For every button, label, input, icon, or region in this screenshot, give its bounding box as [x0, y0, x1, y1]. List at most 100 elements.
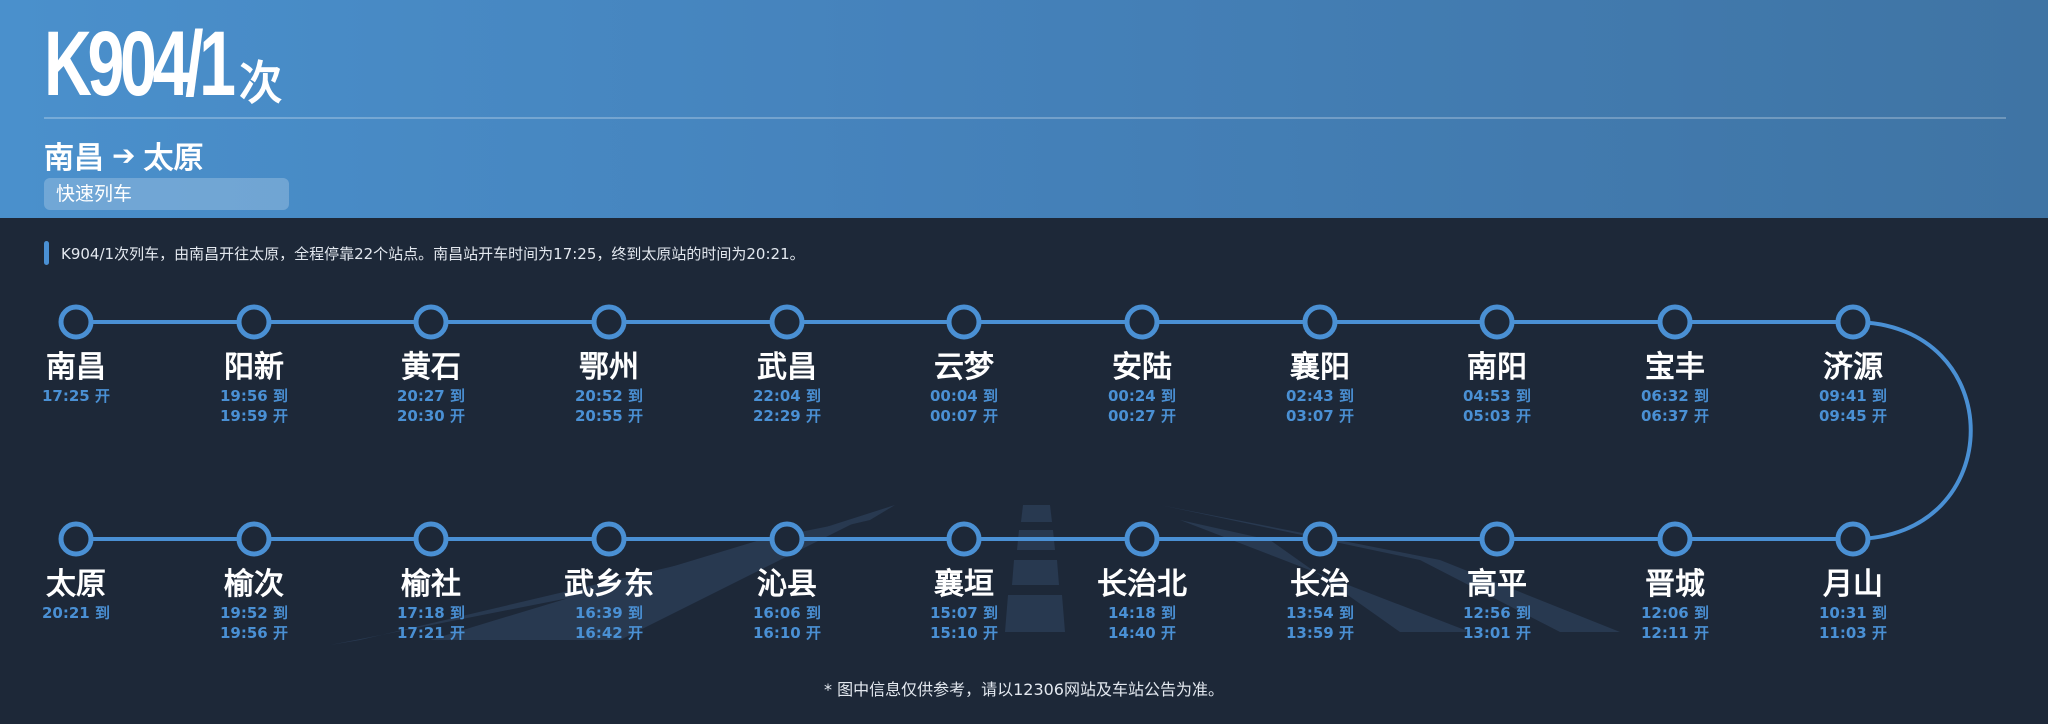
station-time: 20:52 到: [575, 387, 643, 405]
origin-station: 南昌: [44, 141, 104, 176]
station-time: 09:45 开: [1819, 407, 1887, 425]
station-top-3[interactable]: 鄂州 20:52 到 20:55 开: [529, 350, 689, 426]
station-top-6[interactable]: 安陆 00:24 到 00:27 开: [1062, 350, 1222, 426]
station-time: 15:10 开: [930, 624, 998, 642]
station-time: 13:54 到: [1286, 604, 1354, 622]
station-name: 阳新: [224, 350, 284, 385]
route-title: 南昌 ➔ 太原: [44, 133, 203, 177]
station-time: 16:42 开: [575, 624, 643, 642]
header-divider: [44, 117, 2006, 119]
station-name: 榆次: [224, 567, 284, 602]
station-time: 20:21 到: [42, 604, 110, 622]
station-top-8[interactable]: 南阳 04:53 到 05:03 开: [1417, 350, 1577, 426]
station-name: 襄垣: [934, 567, 994, 602]
station-name: 月山: [1823, 567, 1883, 602]
station-name: 武乡东: [564, 567, 654, 602]
description-accent-bar: [44, 241, 49, 265]
station-bottom-10[interactable]: 月山 10:31 到 11:03 开: [1773, 567, 1933, 643]
station-name: 沁县: [757, 567, 817, 602]
station-time: 19:56 到: [220, 387, 288, 405]
station-time: 22:29 开: [753, 407, 821, 425]
station-time: 19:56 开: [220, 624, 288, 642]
station-time: 19:52 到: [220, 604, 288, 622]
description-text: K904/1次列车，由南昌开往太原，全程停靠22个站点。南昌站开车时间为17:2…: [61, 244, 805, 263]
station-top-1[interactable]: 阳新 19:56 到 19:59 开: [174, 350, 334, 426]
station-time: 16:10 开: [753, 624, 821, 642]
station-time: 00:24 到: [1108, 387, 1176, 405]
station-time: 15:07 到: [930, 604, 998, 622]
station-time: 13:01 开: [1463, 624, 1531, 642]
station-bottom-9[interactable]: 晋城 12:06 到 12:11 开: [1595, 567, 1755, 643]
station-time: 17:25 开: [42, 387, 110, 405]
destination-station: 太原: [143, 141, 204, 176]
station-time: 11:03 开: [1819, 624, 1887, 642]
station-name: 长治北: [1097, 567, 1187, 602]
station-name: 襄阳: [1290, 350, 1350, 385]
station-time: 22:04 到: [753, 387, 821, 405]
station-name: 鄂州: [579, 350, 639, 385]
station-time: 17:21 开: [397, 624, 465, 642]
station-time: 03:07 开: [1286, 407, 1354, 425]
station-time: 12:06 到: [1641, 604, 1709, 622]
station-time: 20:55 开: [575, 407, 643, 425]
station-name: 南昌: [46, 350, 106, 385]
header-banner: K904/1 次 南昌 ➔ 太原 快速列车: [0, 0, 2048, 218]
train-number-title: K904/1 次: [44, 13, 282, 115]
station-time: 13:59 开: [1286, 624, 1354, 642]
station-bottom-8[interactable]: 高平 12:56 到 13:01 开: [1417, 567, 1577, 643]
station-time: 02:43 到: [1286, 387, 1354, 405]
station-time: 16:06 到: [753, 604, 821, 622]
station-name: 晋城: [1645, 567, 1705, 602]
station-time: 00:04 到: [930, 387, 998, 405]
station-name: 太原: [46, 567, 106, 602]
station-name: 高平: [1467, 567, 1527, 602]
description-row: K904/1次列车，由南昌开往太原，全程停靠22个站点。南昌站开车时间为17:2…: [44, 241, 805, 265]
station-bottom-2[interactable]: 榆社 17:18 到 17:21 开: [351, 567, 511, 643]
station-time: 00:27 开: [1108, 407, 1176, 425]
station-name: 武昌: [757, 350, 817, 385]
station-name: 云梦: [934, 350, 994, 385]
station-top-7[interactable]: 襄阳 02:43 到 03:07 开: [1240, 350, 1400, 426]
station-name: 榆社: [401, 567, 461, 602]
station-top-2[interactable]: 黄石 20:27 到 20:30 开: [351, 350, 511, 426]
station-top-0[interactable]: 南昌 17:25 开: [0, 350, 156, 406]
train-suffix: 次: [238, 57, 282, 109]
station-bottom-4[interactable]: 沁县 16:06 到 16:10 开: [707, 567, 867, 643]
station-name: 安陆: [1112, 350, 1172, 385]
station-time: 06:37 开: [1641, 407, 1709, 425]
disclaimer-footer: * 图中信息仅供参考，请以12306网站及车站公告为准。: [824, 680, 1224, 699]
station-time: 16:39 到: [575, 604, 643, 622]
station-bottom-5[interactable]: 襄垣 15:07 到 15:10 开: [884, 567, 1044, 643]
station-name: 黄石: [401, 350, 461, 385]
station-time: 06:32 到: [1641, 387, 1709, 405]
arrow-right-icon: ➔: [112, 138, 136, 172]
station-name: 长治: [1290, 567, 1350, 602]
station-time: 09:41 到: [1819, 387, 1887, 405]
station-time: 20:27 到: [397, 387, 465, 405]
station-time: 04:53 到: [1463, 387, 1531, 405]
station-time: 19:59 开: [220, 407, 288, 425]
station-name: 南阳: [1467, 350, 1527, 385]
station-time: 05:03 开: [1463, 407, 1531, 425]
station-time: 12:56 到: [1463, 604, 1531, 622]
station-bottom-6[interactable]: 长治北 14:18 到 14:40 开: [1062, 567, 1222, 643]
station-time: 10:31 到: [1819, 604, 1887, 622]
station-bottom-0[interactable]: 太原 20:21 到: [0, 567, 156, 623]
station-bottom-7[interactable]: 长治 13:54 到 13:59 开: [1240, 567, 1400, 643]
station-time: 12:11 开: [1641, 624, 1709, 642]
station-top-9[interactable]: 宝丰 06:32 到 06:37 开: [1595, 350, 1755, 426]
train-number: K904/1: [44, 13, 236, 115]
station-top-4[interactable]: 武昌 22:04 到 22:29 开: [707, 350, 867, 426]
station-time: 00:07 开: [930, 407, 998, 425]
station-time: 20:30 开: [397, 407, 465, 425]
station-name: 宝丰: [1645, 350, 1705, 385]
station-top-5[interactable]: 云梦 00:04 到 00:07 开: [884, 350, 1044, 426]
station-time: 14:40 开: [1108, 624, 1176, 642]
station-bottom-1[interactable]: 榆次 19:52 到 19:56 开: [174, 567, 334, 643]
station-bottom-3[interactable]: 武乡东 16:39 到 16:42 开: [529, 567, 689, 643]
station-time: 17:18 到: [397, 604, 465, 622]
station-time: 14:18 到: [1108, 604, 1176, 622]
